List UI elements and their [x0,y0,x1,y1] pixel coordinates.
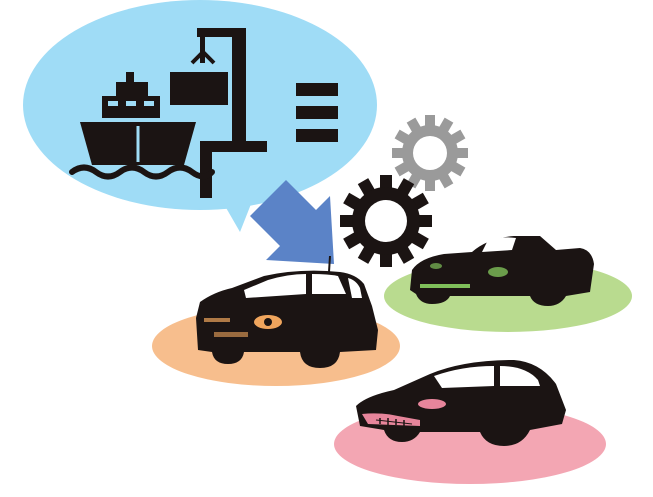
grille [420,284,470,288]
gear-light-icon [392,115,468,191]
convertible-car-icon [410,236,594,306]
cargo-container-icon [170,72,228,105]
down-arrow-icon [250,180,334,264]
port-bubble [23,0,377,232]
list-lines-icon [296,83,338,142]
gear-dark-icon [340,175,432,267]
harbor-crane-icon [190,28,267,198]
sports-coupe-icon [356,360,566,446]
cargo-ship-icon [69,72,215,180]
hatchback-car-icon [196,255,378,368]
